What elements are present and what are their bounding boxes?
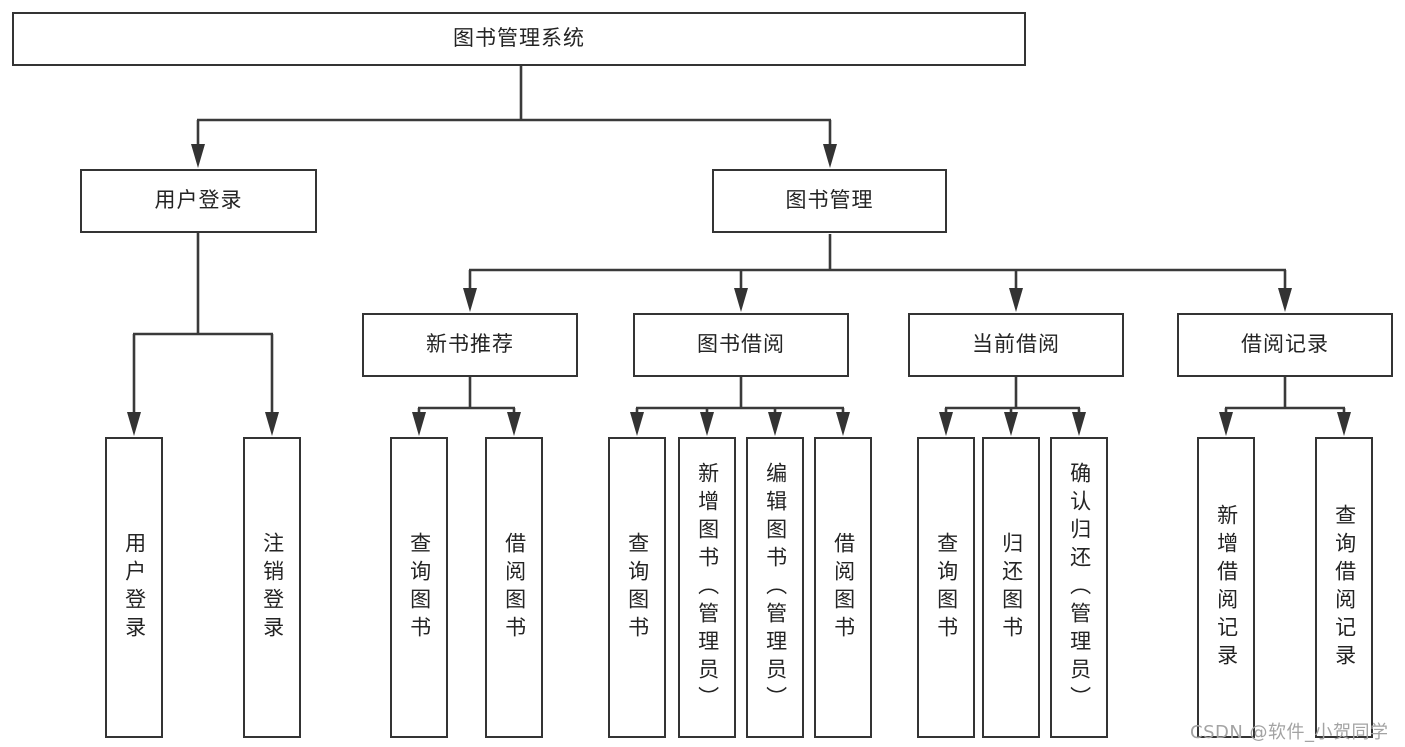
leaf-bb-query-books: 查询图书 bbox=[608, 437, 666, 738]
leaf-logout-login: 注销登录 bbox=[243, 437, 301, 738]
leaf-cb-return-books: 归还图书 bbox=[982, 437, 1040, 738]
leaf-nbr-query-books: 查询图书 bbox=[390, 437, 448, 738]
leaf-nbr-borrow-books: 借阅图书 bbox=[485, 437, 543, 738]
leaf-bb-borrow-books: 借阅图书 bbox=[814, 437, 872, 738]
leaf-br-query-record: 查询借阅记录 bbox=[1315, 437, 1373, 738]
leaf-cb-query-books: 查询图书 bbox=[917, 437, 975, 738]
node-user-login: 用户登录 bbox=[80, 169, 317, 233]
node-root-library-system: 图书管理系统 bbox=[12, 12, 1026, 66]
leaf-br-add-record: 新增借阅记录 bbox=[1197, 437, 1255, 738]
node-current-borrow: 当前借阅 bbox=[908, 313, 1124, 377]
node-book-management: 图书管理 bbox=[712, 169, 947, 233]
leaf-user-login: 用户登录 bbox=[105, 437, 163, 738]
node-new-book-recommend: 新书推荐 bbox=[362, 313, 578, 377]
leaf-cb-confirm-return-admin: 确认归还（管理员） bbox=[1050, 437, 1108, 738]
node-borrow-records: 借阅记录 bbox=[1177, 313, 1393, 377]
csdn-watermark: CSDN @软件_小贺同学 bbox=[1190, 722, 1389, 743]
leaf-bb-add-books-admin: 新增图书（管理员） bbox=[678, 437, 736, 738]
node-book-borrow: 图书借阅 bbox=[633, 313, 849, 377]
leaf-bb-edit-books-admin: 编辑图书（管理员） bbox=[746, 437, 804, 738]
